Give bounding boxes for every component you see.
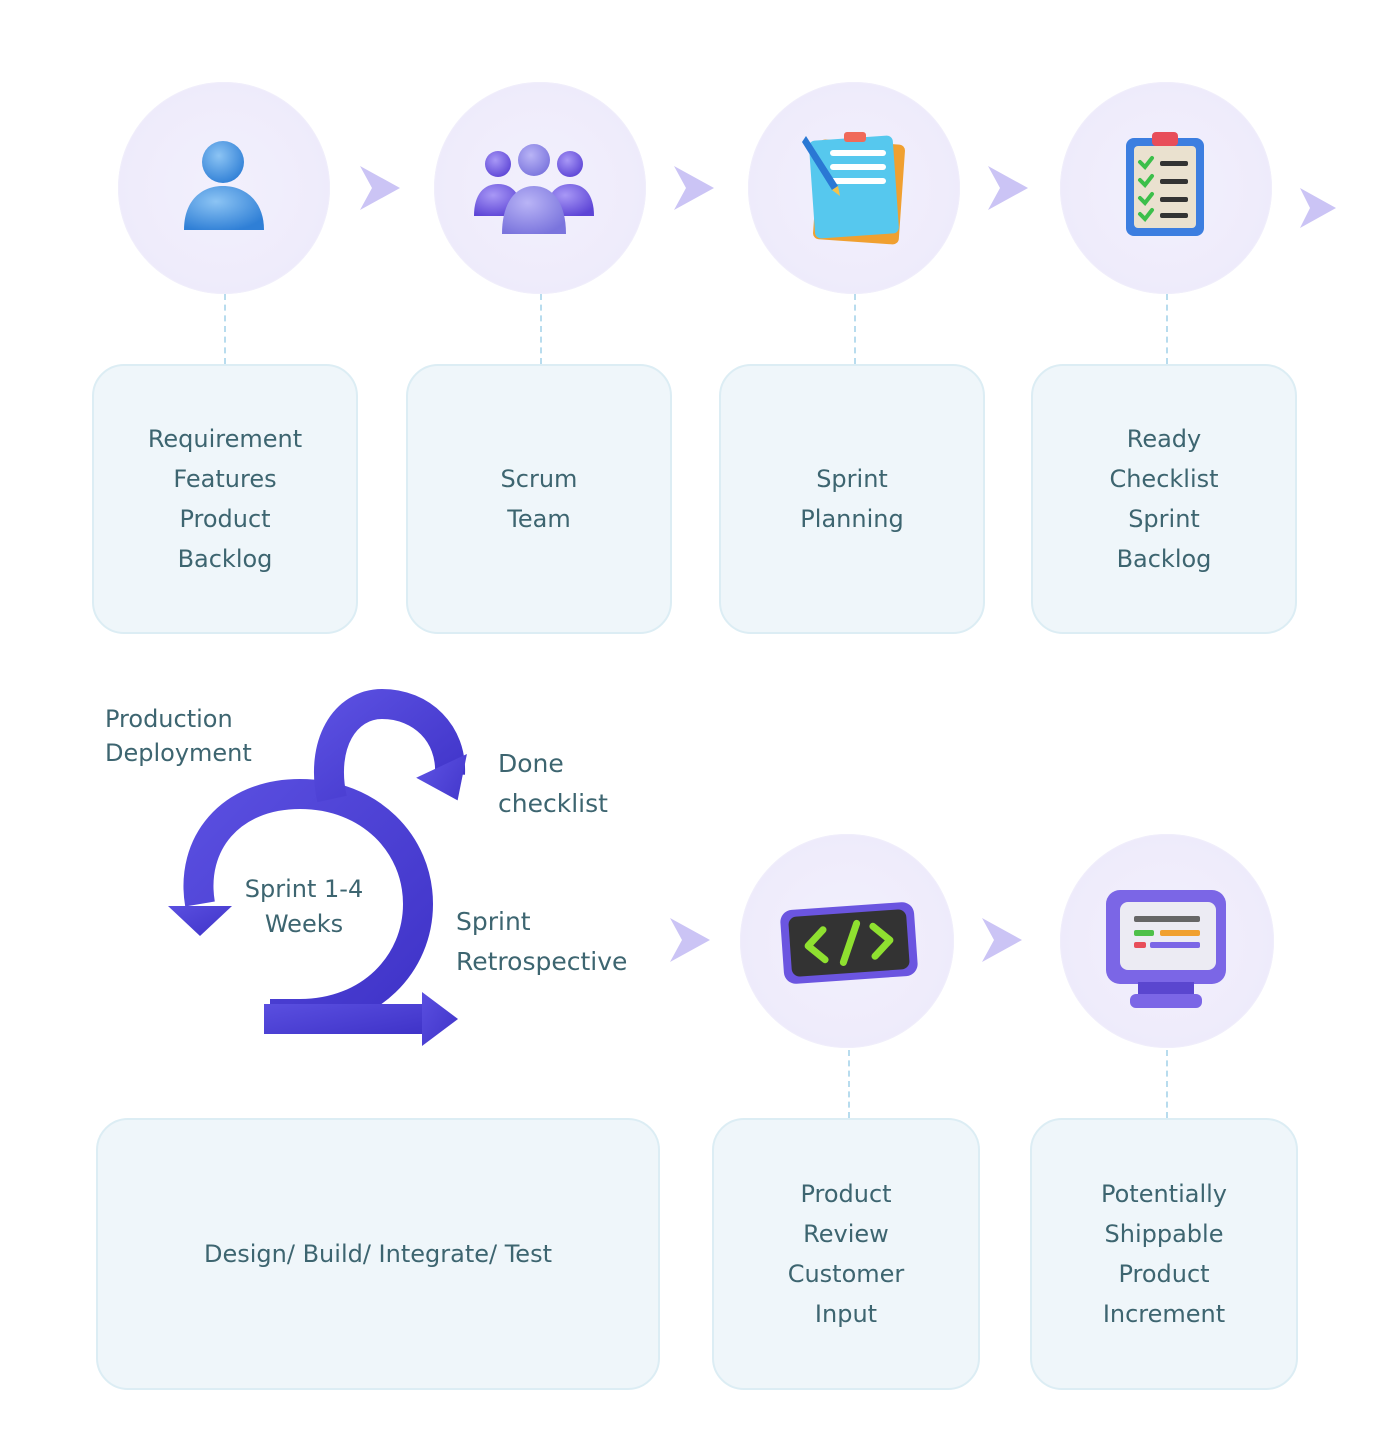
step-card-shippable-increment: Potentially Shippable Product Increment (1030, 1118, 1298, 1390)
chevron-right-icon (988, 166, 1028, 210)
chevron-right-icon (674, 166, 714, 210)
card-line: Input (814, 1300, 878, 1328)
label-line: Sprint 1-4 (244, 875, 364, 903)
label-line: Done (498, 749, 564, 778)
card-line: Features (173, 465, 277, 493)
label-line: Weeks (264, 910, 344, 938)
chevron-right-icon (670, 918, 710, 962)
connector-line (848, 1050, 850, 1118)
scrum-cycle-arrow-icon (168, 688, 467, 1046)
step-card-sprint-backlog: Ready Checklist Sprint Backlog (1031, 364, 1297, 634)
card-line: Review (803, 1220, 889, 1248)
card-line: Shippable (1104, 1220, 1224, 1248)
card-line: Backlog (177, 545, 273, 573)
card-line: Sprint (1128, 505, 1200, 533)
card-line: Increment (1102, 1300, 1226, 1328)
card-line: Requirement (147, 425, 303, 453)
card-line: Ready (1126, 425, 1202, 453)
card-line: Backlog (1116, 545, 1212, 573)
step-card-design-build: Design/ Build/ Integrate/ Test (96, 1118, 660, 1390)
chevron-right-icon (982, 918, 1022, 962)
label-line: Retrospective (456, 947, 628, 976)
chevron-right-icon (360, 166, 400, 210)
card-line: Planning (800, 505, 904, 533)
card-line: Checklist (1109, 465, 1219, 493)
monitor-icon (1106, 890, 1226, 1008)
card-line: Potentially (1100, 1180, 1227, 1208)
card-line: Sprint (816, 465, 888, 493)
step-card-scrum-team: Scrum Team (406, 364, 672, 634)
step-card-sprint-planning: Sprint Planning (719, 364, 985, 634)
connector-line (1166, 1050, 1168, 1118)
user-icon (184, 141, 264, 230)
label-line: Sprint (456, 907, 531, 936)
card-line: Product (1118, 1260, 1210, 1288)
card-line: Scrum (500, 465, 578, 493)
label-line: Production (105, 705, 233, 733)
connector-line (540, 294, 542, 364)
sprint-retrospective-label: Sprint Retrospective (456, 902, 627, 982)
card-line: Design/ Build/ Integrate/ Test (204, 1240, 552, 1268)
chevron-right-icon (1300, 188, 1336, 228)
card-line: Customer (787, 1260, 905, 1288)
step-card-product-review: Product Review Customer Input (712, 1118, 980, 1390)
done-checklist-label: Done checklist (498, 744, 608, 824)
label-line: checklist (498, 789, 608, 818)
sprint-duration-label: Sprint 1-4 Weeks (232, 872, 376, 942)
checklist-icon (1126, 132, 1204, 236)
label-line: Deployment (105, 739, 252, 767)
card-line: Product (179, 505, 271, 533)
production-deployment-label: Production Deployment (105, 702, 252, 770)
notepad-icon (802, 132, 905, 245)
connector-line (1166, 294, 1168, 364)
connector-line (224, 294, 226, 364)
card-line: Team (507, 505, 571, 533)
connector-line (854, 294, 856, 364)
team-icon (474, 144, 594, 234)
step-card-product-backlog: Requirement Features Product Backlog (92, 364, 358, 634)
card-line: Product (800, 1180, 892, 1208)
code-icon (780, 902, 918, 984)
